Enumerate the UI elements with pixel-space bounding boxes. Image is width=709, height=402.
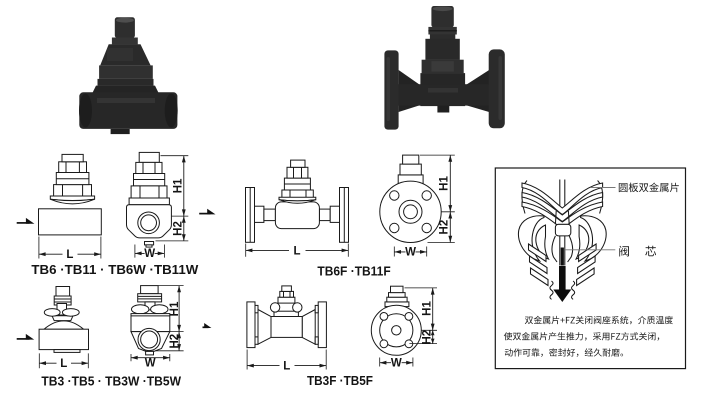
svg-text:H1: H1	[172, 178, 184, 193]
svg-text:H1: H1	[422, 301, 434, 316]
svg-text:W: W	[144, 248, 155, 260]
svg-text:H1: H1	[439, 176, 451, 191]
svg-text:H1: H1	[169, 301, 181, 316]
svg-text:W: W	[405, 247, 416, 259]
svg-text:H2: H2	[172, 221, 184, 236]
svg-text:H2: H2	[169, 334, 181, 349]
svg-text:W: W	[391, 357, 402, 369]
svg-text:H2: H2	[422, 330, 434, 345]
svg-text:L: L	[293, 245, 300, 257]
svg-text:L: L	[283, 360, 290, 372]
svg-text:W: W	[145, 358, 156, 370]
svg-text:TB6F ·TB11F: TB6F ·TB11F	[317, 264, 390, 279]
svg-text:TB3 ·TB5 · TB3W ·TB5W: TB3 ·TB5 · TB3W ·TB5W	[41, 373, 181, 388]
svg-text:L: L	[66, 249, 73, 261]
svg-text:H2: H2	[439, 220, 451, 235]
svg-text:L: L	[60, 358, 67, 370]
svg-text:TB3F ·TB5F: TB3F ·TB5F	[307, 373, 373, 388]
svg-text:TB6 ·TB11 · TB6W ·TB11W: TB6 ·TB11 · TB6W ·TB11W	[31, 262, 199, 277]
